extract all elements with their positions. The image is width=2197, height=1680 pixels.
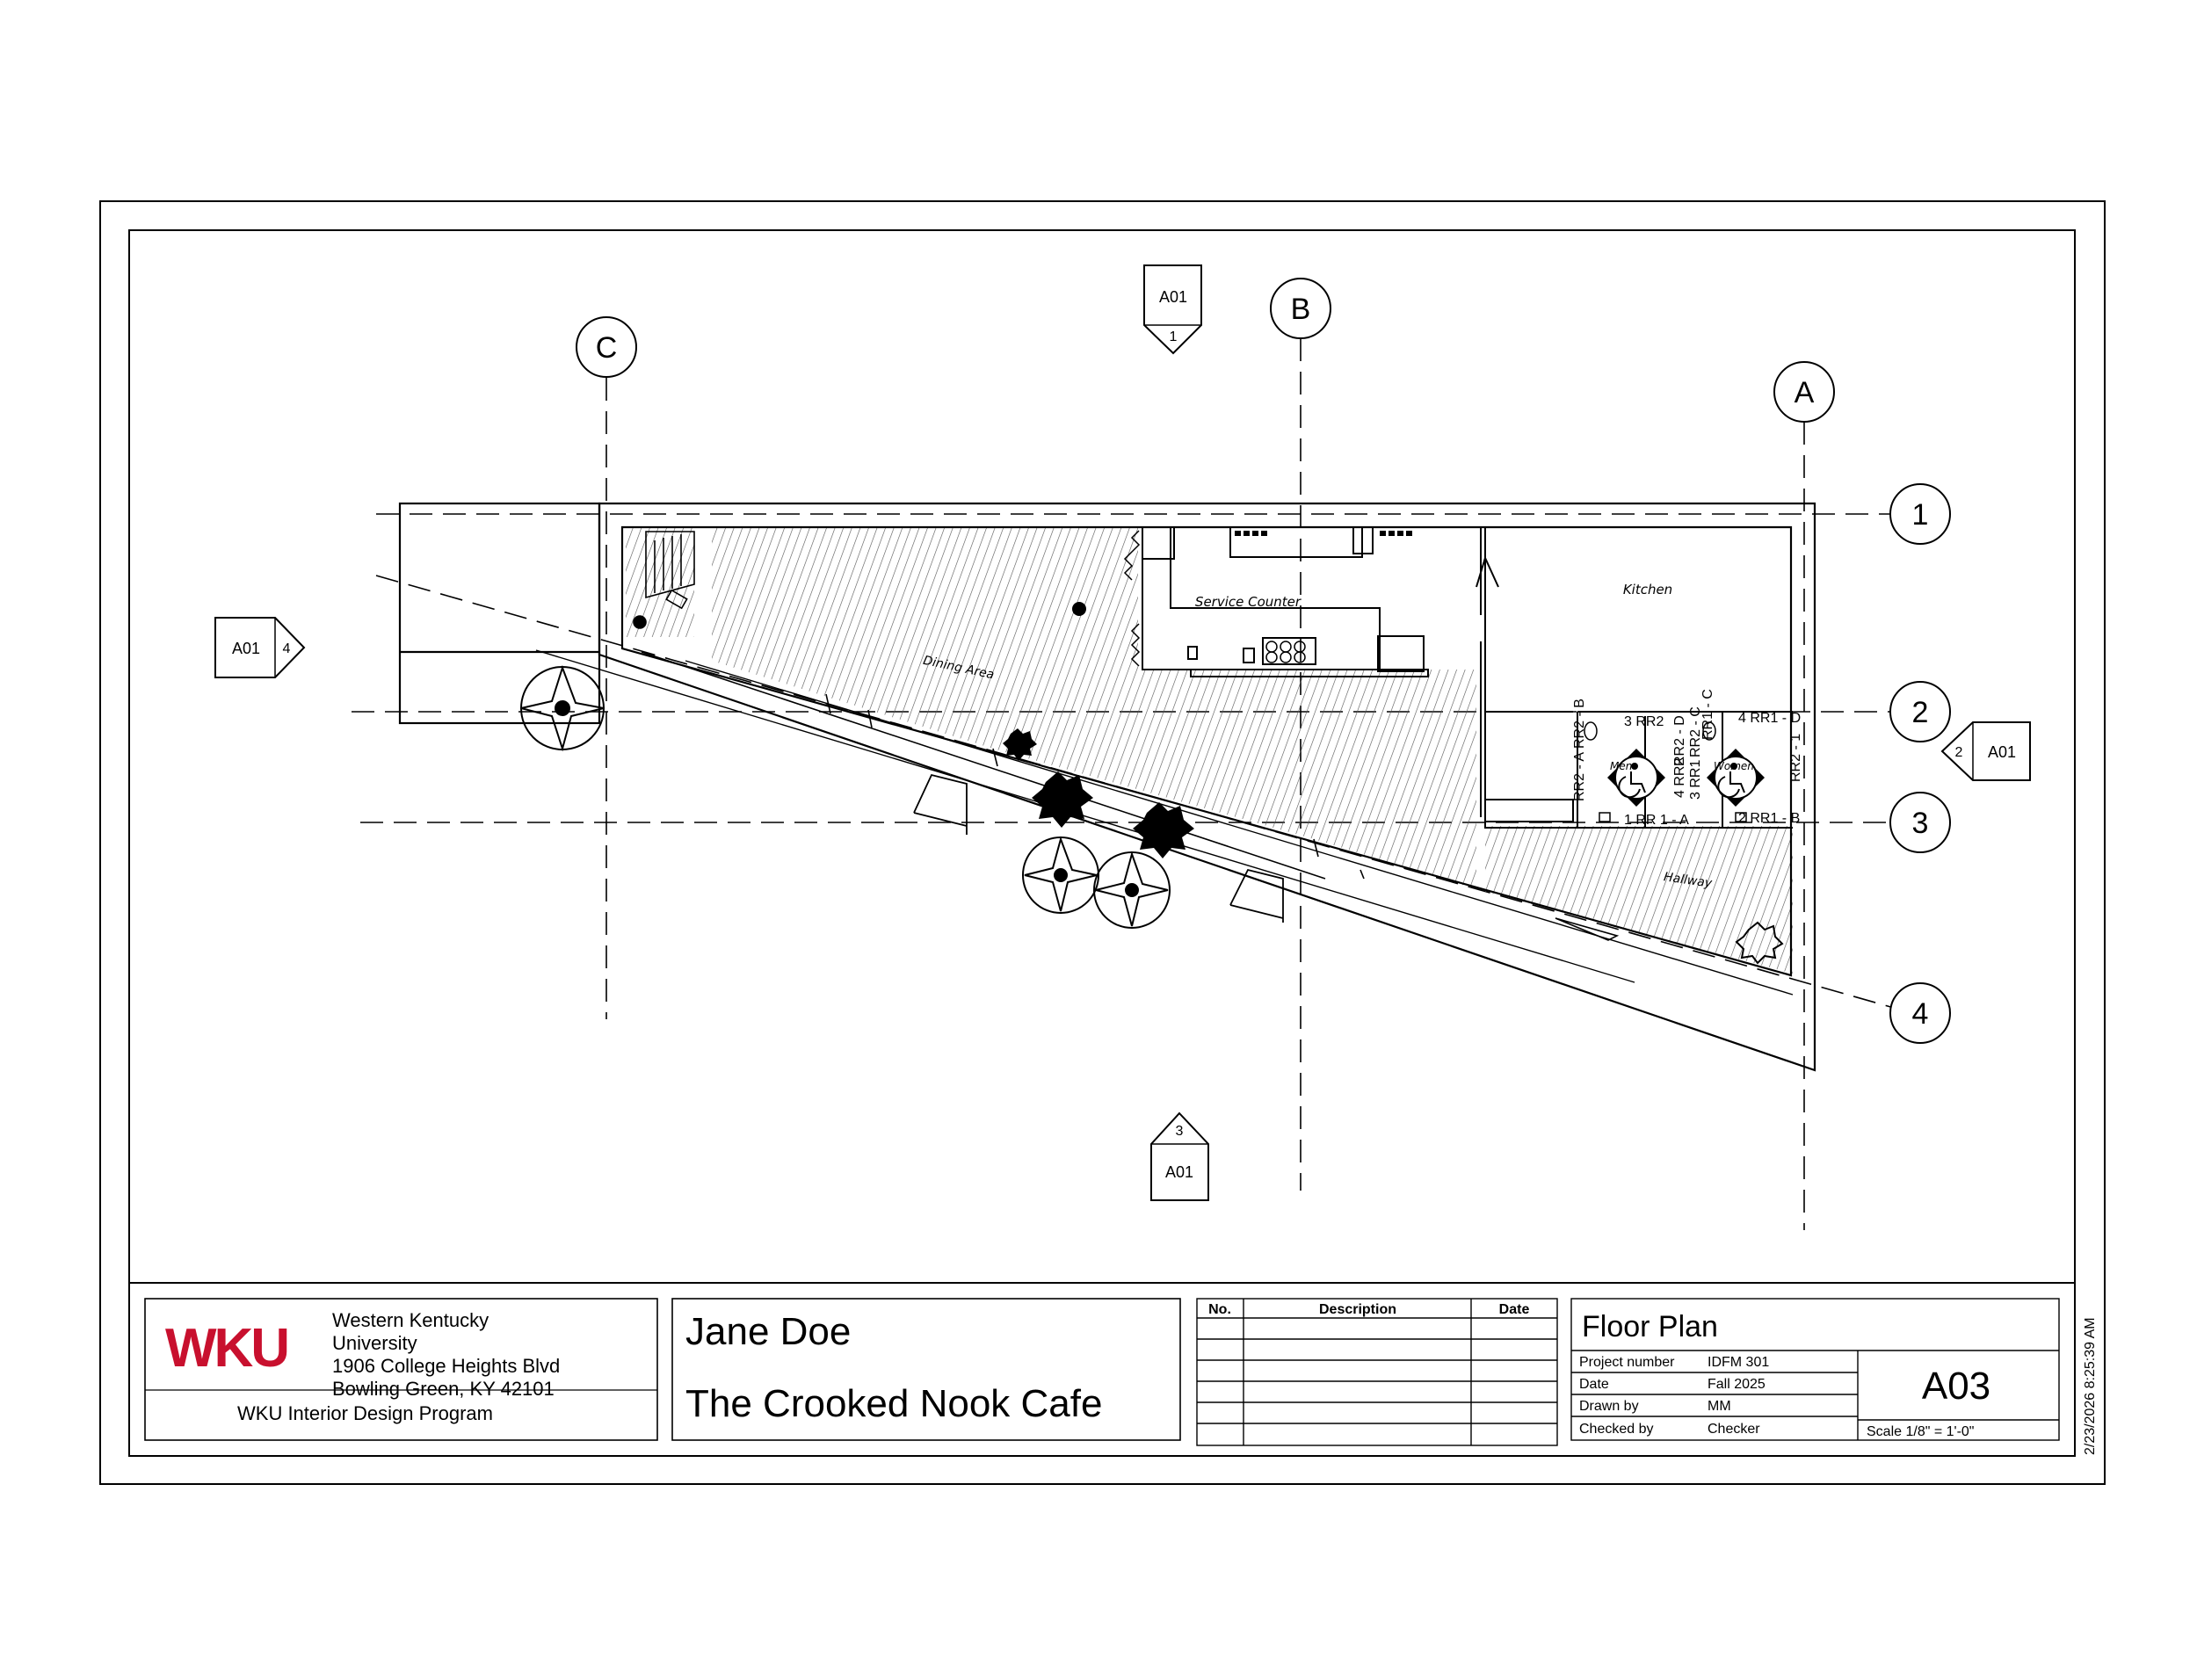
grid-bubble-b: B bbox=[1270, 278, 1331, 339]
section-tag-bottom: 3 A01 bbox=[1150, 1112, 1209, 1201]
project-name: The Crooked Nook Cafe bbox=[685, 1382, 1102, 1425]
grid-bubble-c: C bbox=[576, 316, 637, 378]
section-tag-top: A01 1 bbox=[1143, 264, 1202, 355]
revision-header-no: No. bbox=[1208, 1302, 1231, 1317]
grid-label-1: 1 bbox=[1912, 498, 1929, 532]
dining-area-floor bbox=[712, 527, 1476, 889]
tag-rr1-bottom: 1 RR 1 - A bbox=[1624, 813, 1689, 828]
sheet-title: Floor Plan bbox=[1582, 1310, 1718, 1343]
section-tag-left-sheet: A01 bbox=[232, 640, 260, 657]
tag-rr1-3: 3 RR1 bbox=[1688, 760, 1703, 800]
section-tag-left-num: 4 bbox=[283, 641, 291, 656]
dining-column-dot bbox=[1072, 602, 1086, 616]
school-line-1: Western Kentucky bbox=[332, 1309, 489, 1331]
project-box bbox=[671, 1298, 1181, 1441]
restroom-women-label: Women bbox=[1714, 760, 1754, 772]
student-name: Jane Doe bbox=[685, 1310, 851, 1353]
tag-rr2-4: 4 RR2 bbox=[1672, 758, 1687, 798]
section-tag-right-sheet: A01 bbox=[1988, 743, 2016, 761]
room-label-service-counter: Service Counter bbox=[1195, 594, 1302, 610]
tag-rr2-top: 3 RR2 bbox=[1624, 714, 1664, 729]
field-value-project-number: IDFM 301 bbox=[1708, 1355, 1769, 1370]
grid-bubbles: C B A 1 2 3 4 bbox=[576, 278, 1951, 1044]
entry-floor bbox=[626, 527, 694, 637]
school-line-4: Bowling Green, KY 42101 bbox=[332, 1378, 555, 1400]
sheet-number: A03 bbox=[1922, 1365, 1990, 1408]
sheet-scale: Scale 1/8" = 1'-0" bbox=[1867, 1424, 1974, 1439]
site-tents bbox=[913, 773, 1284, 923]
restroom-men-fixture: Men bbox=[1607, 749, 1665, 807]
tag-rr2-1: RR2 - 1 bbox=[1788, 734, 1803, 782]
section-tag-right-num: 2 bbox=[1955, 745, 1963, 760]
tag-rr2-b: RR2 - B bbox=[1572, 699, 1587, 749]
tree-left bbox=[520, 664, 605, 752]
grid-label-4: 4 bbox=[1912, 997, 1929, 1031]
tag-rr2-c: RR2 - C bbox=[1688, 706, 1703, 757]
grid-bubble-2: 2 bbox=[1889, 681, 1951, 742]
grid-label-2: 2 bbox=[1912, 696, 1929, 729]
tag-rr2-d: RR2 - D bbox=[1672, 715, 1687, 766]
zigzag-partition-top bbox=[1123, 530, 1141, 581]
entry-stair bbox=[633, 531, 695, 629]
field-label-drawn-by: Drawn by bbox=[1579, 1399, 1639, 1414]
restroom-men-label: Men bbox=[1610, 760, 1632, 772]
tag-rr2-a: RR2 - A bbox=[1572, 752, 1587, 801]
grid-bubble-1: 1 bbox=[1889, 483, 1951, 545]
tag-rr1-b: 2 RR1 - B bbox=[1738, 811, 1800, 826]
school-box bbox=[144, 1298, 658, 1441]
field-value-date: Fall 2025 bbox=[1708, 1377, 1766, 1392]
zigzag-partition-bottom bbox=[1130, 623, 1141, 667]
inner-border bbox=[128, 229, 2076, 1457]
floor-plan: C B A 1 2 3 4 A01 1 A01 4 A01 2 bbox=[214, 264, 2031, 1230]
field-label-project-number: Project number bbox=[1579, 1355, 1675, 1370]
field-value-checked-by: Checker bbox=[1708, 1422, 1760, 1437]
print-timestamp: 2/23/2026 8:25:39 AM bbox=[2083, 1317, 2098, 1455]
field-label-date: Date bbox=[1579, 1377, 1609, 1392]
tree-center-left bbox=[1022, 836, 1099, 914]
school-line-2: University bbox=[332, 1332, 417, 1354]
revision-header-description: Description bbox=[1319, 1302, 1396, 1317]
shrubs bbox=[1003, 728, 1784, 965]
field-label-checked-by: Checked by bbox=[1579, 1422, 1654, 1437]
sheet-info-box bbox=[1570, 1298, 2060, 1441]
restroom-toilets bbox=[1584, 721, 1747, 822]
grid-bubble-3: 3 bbox=[1889, 792, 1951, 853]
section-tag-bottom-sheet: A01 bbox=[1165, 1163, 1193, 1181]
section-tag-bottom-num: 3 bbox=[1176, 1124, 1184, 1139]
grid-label-a: A bbox=[1795, 376, 1815, 409]
counter-equipment-dots bbox=[1235, 531, 1412, 536]
revision-header-date: Date bbox=[1499, 1302, 1530, 1317]
field-value-drawn-by: MM bbox=[1708, 1399, 1731, 1414]
tag-rr1-c: RR1 - C bbox=[1700, 689, 1715, 740]
program-name: WKU Interior Design Program bbox=[237, 1402, 493, 1424]
section-tag-right: A01 2 bbox=[1940, 721, 2031, 781]
tree-center-right bbox=[1093, 851, 1171, 929]
wku-logo: WKU bbox=[165, 1318, 287, 1379]
counter-stove-burners bbox=[1265, 641, 1306, 663]
room-label-kitchen: Kitchen bbox=[1623, 582, 1672, 597]
school-line-3: 1906 College Heights Blvd bbox=[332, 1355, 560, 1377]
title-block: WKU Western Kentucky University 1906 Col… bbox=[144, 1298, 2098, 1455]
tag-rr1-top: 4 RR1 - D bbox=[1738, 711, 1801, 726]
window-frames bbox=[825, 693, 1620, 941]
revision-table bbox=[1196, 1298, 1558, 1446]
room-label-hallway: Hallway bbox=[1663, 870, 1714, 891]
restroom-women-fixture: Women bbox=[1707, 749, 1765, 807]
service-counter-casework bbox=[1142, 526, 1482, 817]
grid-bubble-4: 4 bbox=[1889, 982, 1951, 1044]
grid-label-c: C bbox=[596, 331, 618, 365]
grid-label-3: 3 bbox=[1912, 807, 1929, 840]
hallway-floor bbox=[1485, 826, 1793, 974]
outer-border bbox=[99, 200, 2106, 1485]
grid-bubble-a: A bbox=[1773, 361, 1835, 423]
grid-label-b: B bbox=[1291, 293, 1311, 326]
section-tag-left: A01 4 bbox=[214, 617, 306, 678]
restroom-tags: 3 RR2 4 RR1 - D 1 RR 1 - A 2 RR1 - B RR2… bbox=[1572, 689, 1803, 828]
section-tag-top-num: 1 bbox=[1170, 329, 1178, 344]
section-tag-top-sheet: A01 bbox=[1159, 288, 1187, 306]
